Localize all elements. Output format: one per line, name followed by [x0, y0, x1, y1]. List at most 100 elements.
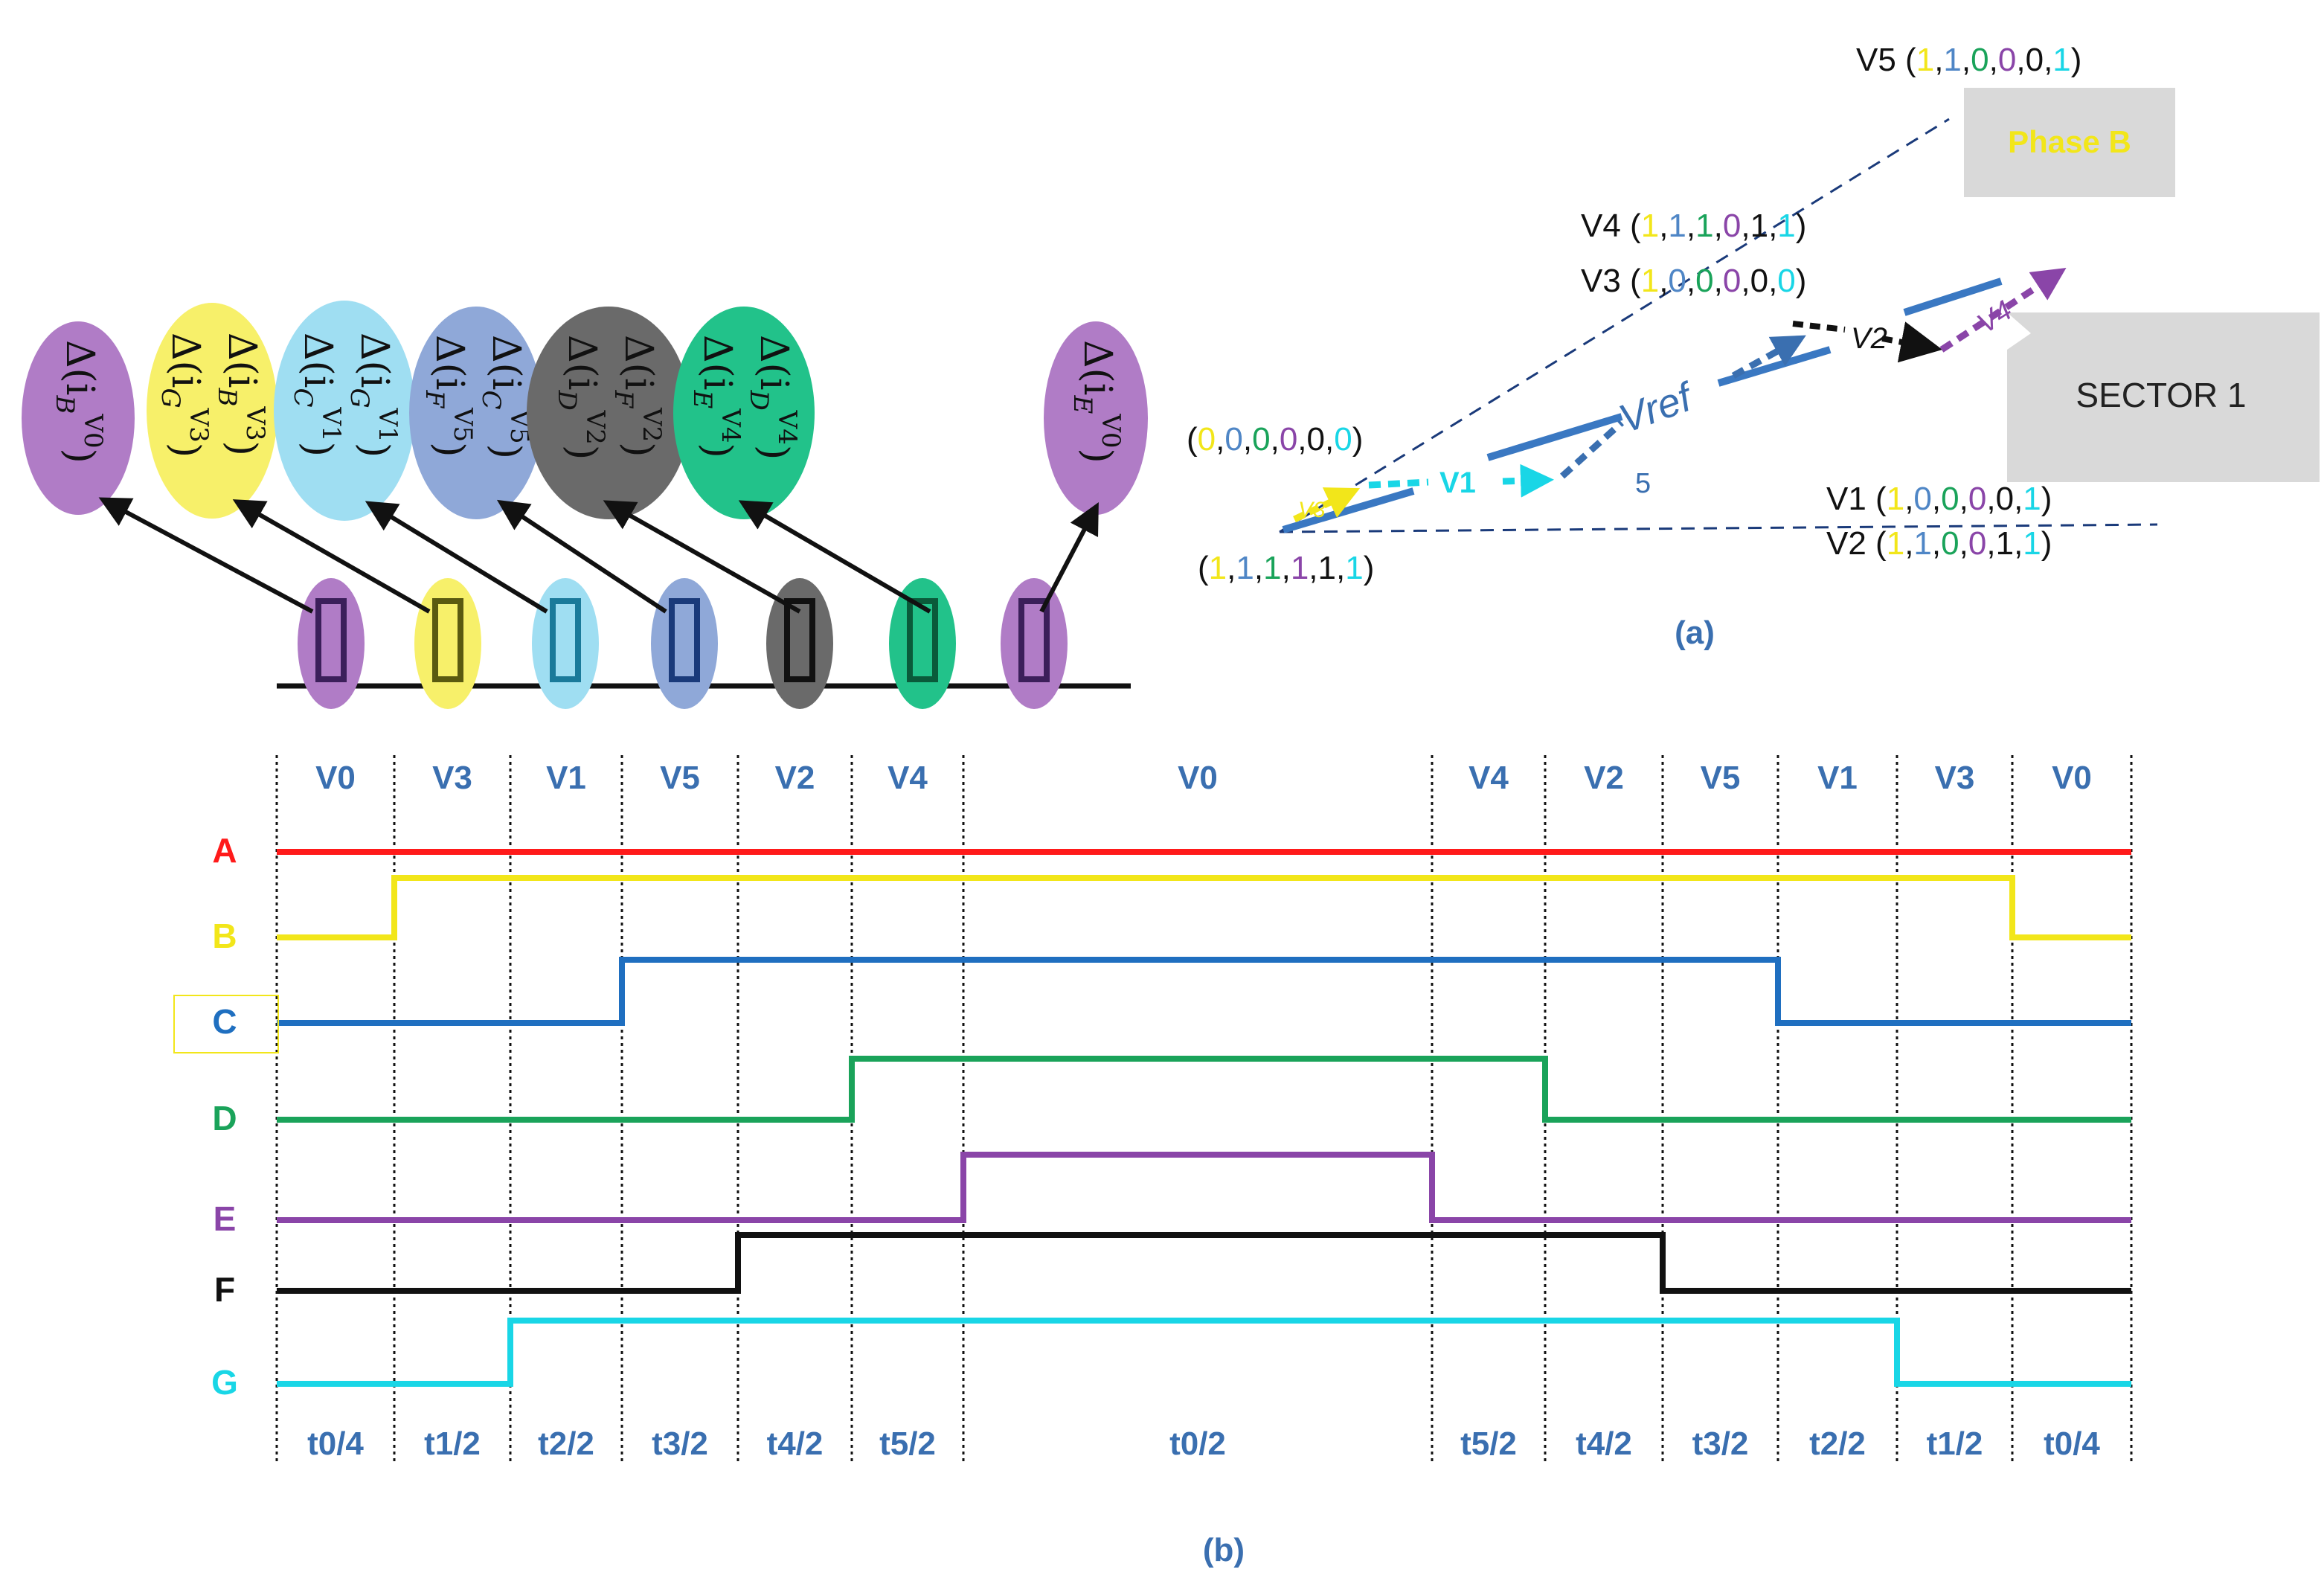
switch-rect: [784, 598, 815, 682]
current-bubbles: Δ(iBV0)Δ(iGV3)Δ(iBV3)Δ(iCV1)Δ(iGV1)Δ(iFV…: [22, 301, 1148, 709]
sector-box: [2007, 312, 2320, 482]
bubble-formula: Δ(iBV3): [212, 333, 270, 456]
v5-arrow-a: [1559, 420, 1625, 479]
v3-arrow: [1293, 487, 1361, 523]
signal-waveform-d: [277, 1056, 2131, 1123]
v3-arrow-label: V3: [1298, 498, 1326, 522]
bit-value: 1: [1209, 550, 1227, 586]
switch: [1001, 502, 1099, 709]
bubble-formula: Δ(iDV2): [552, 335, 610, 460]
switch-arrow: [232, 499, 431, 614]
switch-arrow: [1039, 502, 1099, 613]
bubble-formula: Δ(iFV5): [420, 335, 478, 458]
v1-arrow-b: [1502, 464, 1554, 498]
current-bubble: Δ(iEV0): [1044, 321, 1148, 515]
bubble-formula: Δ(iBV0): [50, 340, 108, 464]
signal-c-highlight-box: [173, 995, 279, 1053]
bit-value: 1: [1887, 525, 1904, 562]
current-bubble: Δ(iDV2)Δ(iFV2): [527, 307, 690, 519]
bubble-ellipse: [673, 307, 815, 519]
bubble-formula: Δ(iEV0): [1068, 340, 1126, 464]
duration-label: t0/4: [2044, 1425, 2100, 1462]
origin-label-origin-bottom: (1,1,1,1,1,1): [1198, 550, 1374, 586]
switch: [738, 500, 956, 709]
bit-value: 0: [1913, 481, 1931, 517]
bubble-formula: Δ(iGV3): [155, 333, 214, 458]
v1-arrow-label: V1: [1439, 466, 1476, 499]
vector-label-v5: V5 (1,1,0,0,0,1): [1856, 42, 2081, 78]
sector-label: SECTOR 1: [2076, 376, 2246, 414]
phase-b-box: [1964, 88, 2175, 197]
bit-value: 0: [1695, 263, 1713, 299]
vector-interval-label: V1: [546, 760, 586, 796]
switch-rect: [669, 598, 700, 682]
vector-label-v4: V4 (1,1,1,0,1,1): [1581, 208, 1806, 244]
bit-value: 1: [1641, 263, 1659, 299]
bit-value: 1: [1996, 525, 2014, 562]
duration-label: t4/2: [767, 1425, 824, 1462]
five-label: 5: [1635, 468, 1651, 499]
bit-value: 0: [1971, 42, 1988, 78]
vector-label-v1: V1 (1,0,0,0,0,1): [1826, 481, 2052, 517]
switch-arrow: [496, 499, 667, 614]
vector-name: V5 (: [1856, 42, 1916, 78]
sector-boundary-lower: [1279, 523, 2158, 533]
switch-arrow: [738, 500, 931, 614]
switch: [98, 497, 365, 709]
bubble-ellipse: [274, 301, 415, 521]
phase-b-label: Phase B: [2008, 124, 2131, 159]
vector-interval-label: V0: [2052, 760, 2092, 796]
vector-interval-label: V5: [1701, 760, 1741, 796]
signal-label-b: B: [212, 917, 237, 955]
bit-value: 0: [1968, 525, 1986, 562]
vector-interval-label: V3: [432, 760, 472, 796]
bubble-formula: Δ(iDV4): [744, 335, 802, 460]
bit-value: 1: [1263, 550, 1281, 586]
signal-label-e: E: [214, 1199, 237, 1238]
bit-value: 0: [1307, 421, 1325, 458]
vector-interval-label: V0: [315, 760, 356, 796]
bit-value: 1: [1887, 481, 1904, 517]
switch: [603, 500, 833, 709]
bit-value: 1: [1668, 208, 1686, 244]
bit-value: 0: [1777, 263, 1795, 299]
switch-rect: [315, 598, 347, 682]
bit-value: 1: [1291, 550, 1309, 586]
vector-interval-label: V4: [887, 760, 928, 796]
vector-interval-label: V5: [660, 760, 700, 796]
duration-label: t3/2: [652, 1425, 708, 1462]
duration-label: t4/2: [1576, 1425, 1632, 1462]
signal-waveform-c: [277, 957, 2131, 1026]
bit-value: 0: [1723, 263, 1741, 299]
bit-value: 0: [1252, 421, 1270, 458]
bubble-ellipse: [22, 321, 135, 515]
switch-rect: [432, 598, 463, 682]
bubble-formula: Δ(iEV4): [687, 335, 745, 458]
duration-label: t2/2: [1809, 1425, 1866, 1462]
vector-interval-label: V3: [1935, 760, 1975, 796]
current-bubble: Δ(iEV4)Δ(iDV4): [673, 307, 815, 519]
signal-label-g: G: [211, 1363, 238, 1402]
vref-segment-2: [1486, 413, 1623, 461]
bit-value: 0: [1723, 208, 1741, 244]
bit-value: 1: [1916, 42, 1934, 78]
duration-label: t2/2: [538, 1425, 594, 1462]
bubble-formula: Δ(iGV1): [344, 333, 402, 458]
vector-interval-label: V2: [775, 760, 815, 796]
bubble-ellipse: [409, 307, 543, 519]
bit-value: 0: [2026, 42, 2044, 78]
bit-value: 0: [1941, 525, 1959, 562]
bit-value: 0: [1998, 42, 2016, 78]
bubble-ellipse: [527, 307, 690, 519]
bit-value: 0: [1224, 421, 1242, 458]
bit-value: 1: [1750, 208, 1768, 244]
bit-value: 1: [1236, 550, 1254, 586]
bit-value: 0: [1750, 263, 1768, 299]
switch-arrow: [365, 501, 548, 614]
bit-value: 1: [1345, 550, 1363, 586]
bit-value: 0: [1668, 263, 1686, 299]
switch-rect: [1018, 598, 1050, 682]
panel-a-vector-diagram: Phase B SECTOR 1 V3 V1 5 Vref V2 V4 V5 (…: [1187, 42, 2320, 651]
switch: [365, 501, 599, 709]
